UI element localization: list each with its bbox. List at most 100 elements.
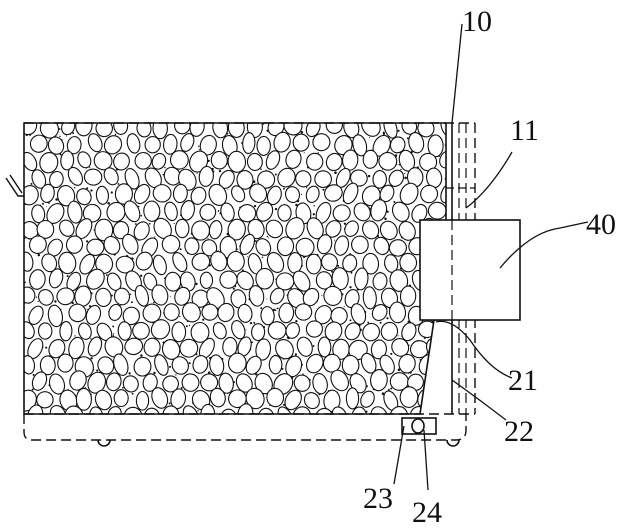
stone-pebble [123, 200, 141, 223]
stone-pebble [39, 355, 56, 376]
stone-speckle [207, 237, 209, 239]
stone-pebble [255, 267, 275, 290]
stone-pebble [190, 186, 207, 205]
stone-pebble [94, 389, 113, 411]
stone-pebble [184, 237, 200, 256]
stone-pebble [94, 218, 114, 242]
stone-speckle [96, 369, 99, 372]
stone-pebble [40, 183, 55, 203]
stone-speckle [148, 222, 151, 225]
stone-pebble [151, 152, 167, 170]
stone-speckle [331, 270, 334, 273]
stone-pebble [251, 323, 266, 342]
stone-pebble [189, 123, 205, 137]
stone-speckle [85, 240, 89, 243]
handle [5, 174, 24, 197]
stone-pebble [379, 354, 395, 375]
stone-speckle [427, 375, 429, 377]
stone-pebble [362, 220, 380, 240]
stone-pebble [315, 407, 333, 414]
stone-pebble [341, 354, 360, 376]
stone-pebble [255, 338, 272, 361]
stone-speckle [107, 202, 110, 205]
stone-pebble [320, 253, 339, 272]
stone-pebble [399, 252, 418, 273]
stone-speckle [168, 402, 171, 405]
stone-pebble [325, 123, 343, 134]
stone-speckle [343, 222, 347, 225]
stone-speckle [110, 191, 113, 194]
stone-pebble [316, 234, 333, 255]
stone-speckle [400, 168, 402, 171]
stone-pebble [350, 303, 367, 325]
stone-pebble [344, 322, 361, 341]
stone-pebble [389, 405, 409, 414]
stone-pebble [292, 406, 311, 414]
stone-pebble [39, 151, 59, 174]
stone-pebble [179, 271, 196, 292]
stone-pebble [154, 354, 169, 376]
stone-speckle [283, 187, 285, 190]
stone-pebble [285, 149, 302, 169]
stone-pebble [162, 375, 179, 393]
stone-pebble [171, 321, 187, 343]
stone-pebble [295, 237, 315, 257]
stone-pebble [408, 132, 425, 154]
stone-pebble [126, 133, 141, 154]
stone-pebble [103, 235, 121, 255]
stone-pebble [171, 356, 189, 375]
stone-speckle [440, 359, 442, 361]
stone-pebble [47, 136, 65, 155]
stone-speckle [90, 189, 93, 192]
stone-pebble [265, 219, 284, 239]
stone-pebble [373, 236, 390, 256]
stone-pebble [79, 253, 96, 275]
stone-speckle [393, 200, 396, 204]
stone-speckle [196, 173, 198, 175]
stone-pebble [217, 302, 235, 323]
stone-pebble [208, 220, 223, 240]
stone-speckle [140, 354, 143, 357]
stone-speckle [74, 335, 76, 337]
stone-pebble [389, 136, 406, 154]
stone-speckle [397, 129, 400, 132]
stone-speckle [30, 182, 33, 185]
stone-speckle [438, 369, 440, 371]
stone-pebble [351, 406, 368, 414]
stone-speckle [112, 325, 115, 328]
stone-pebble [136, 123, 152, 138]
stone-pebble [180, 200, 196, 221]
stone-pebble [75, 387, 92, 411]
stone-speckle [276, 307, 279, 310]
stone-pebble [295, 170, 312, 188]
stone-speckle [260, 168, 262, 170]
stone-pebble [334, 135, 353, 156]
stone-pebble [239, 233, 256, 255]
stone-pebble [152, 184, 172, 203]
stone-pebble [182, 405, 199, 414]
stone-speckle [168, 365, 172, 368]
stone-pebble [169, 150, 189, 170]
stone-speckle [154, 236, 156, 238]
stone-pebble [379, 220, 398, 241]
stone-pebble [151, 284, 169, 306]
stone-pebble [106, 201, 126, 223]
stone-pebble [324, 321, 343, 341]
stone-speckle [386, 210, 389, 213]
stone-speckle [37, 300, 39, 303]
stone-speckle [349, 286, 352, 289]
stone-pebble [210, 250, 228, 272]
stone-pebble [152, 123, 168, 140]
stone-speckle [429, 378, 433, 382]
stone-speckle [164, 166, 166, 169]
stone-pebble [305, 320, 323, 338]
stone-pebble [411, 203, 428, 223]
stone-speckle [261, 256, 264, 258]
stone-speckle [198, 145, 200, 147]
stone-pebble [143, 407, 161, 414]
stone-pebble [134, 151, 152, 170]
stone-pebble [133, 221, 150, 241]
stone-pebble [380, 321, 399, 341]
stone-pebble [123, 406, 143, 414]
stone-speckle [58, 128, 61, 130]
